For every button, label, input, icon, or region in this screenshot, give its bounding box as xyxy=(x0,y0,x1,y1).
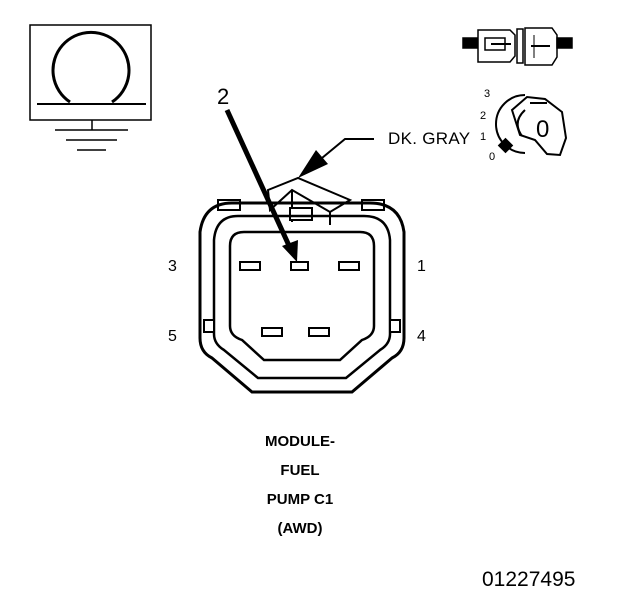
pin-label-5: 5 xyxy=(168,328,177,345)
ignition-key-off-icon xyxy=(495,94,568,157)
color-leader-line xyxy=(298,138,374,178)
key-face-label: 0 xyxy=(536,116,550,143)
terminal-cavity-1 xyxy=(338,261,360,271)
callout-pin-label: 2 xyxy=(217,84,230,109)
figure-id: 01227495 xyxy=(482,568,576,591)
connector-color-label: DK. GRAY xyxy=(388,129,471,148)
key-position-2: 2 xyxy=(480,110,487,122)
title-line-1: MODULE- xyxy=(265,433,335,450)
terminal-cavity-5 xyxy=(261,327,283,337)
key-position-1: 1 xyxy=(480,131,487,143)
terminal-cavity-2 xyxy=(290,261,309,271)
ground-symbol-icon xyxy=(29,24,152,151)
key-position-3: 3 xyxy=(484,88,491,100)
title-line-3: PUMP C1 xyxy=(266,491,334,508)
callout-arrow xyxy=(224,108,298,262)
pin-label-4: 4 xyxy=(417,328,426,345)
connector-side-view-icon xyxy=(462,27,573,66)
title-line-4: (AWD) xyxy=(277,520,323,537)
pin-label-1: 1 xyxy=(417,258,426,275)
pin-label-3: 3 xyxy=(168,258,177,275)
title-line-2: FUEL xyxy=(280,462,320,479)
terminal-cavity-3 xyxy=(239,261,261,271)
connector-housing xyxy=(198,176,406,394)
terminal-cavity-4 xyxy=(308,327,330,337)
key-position-0: 0 xyxy=(489,151,496,163)
